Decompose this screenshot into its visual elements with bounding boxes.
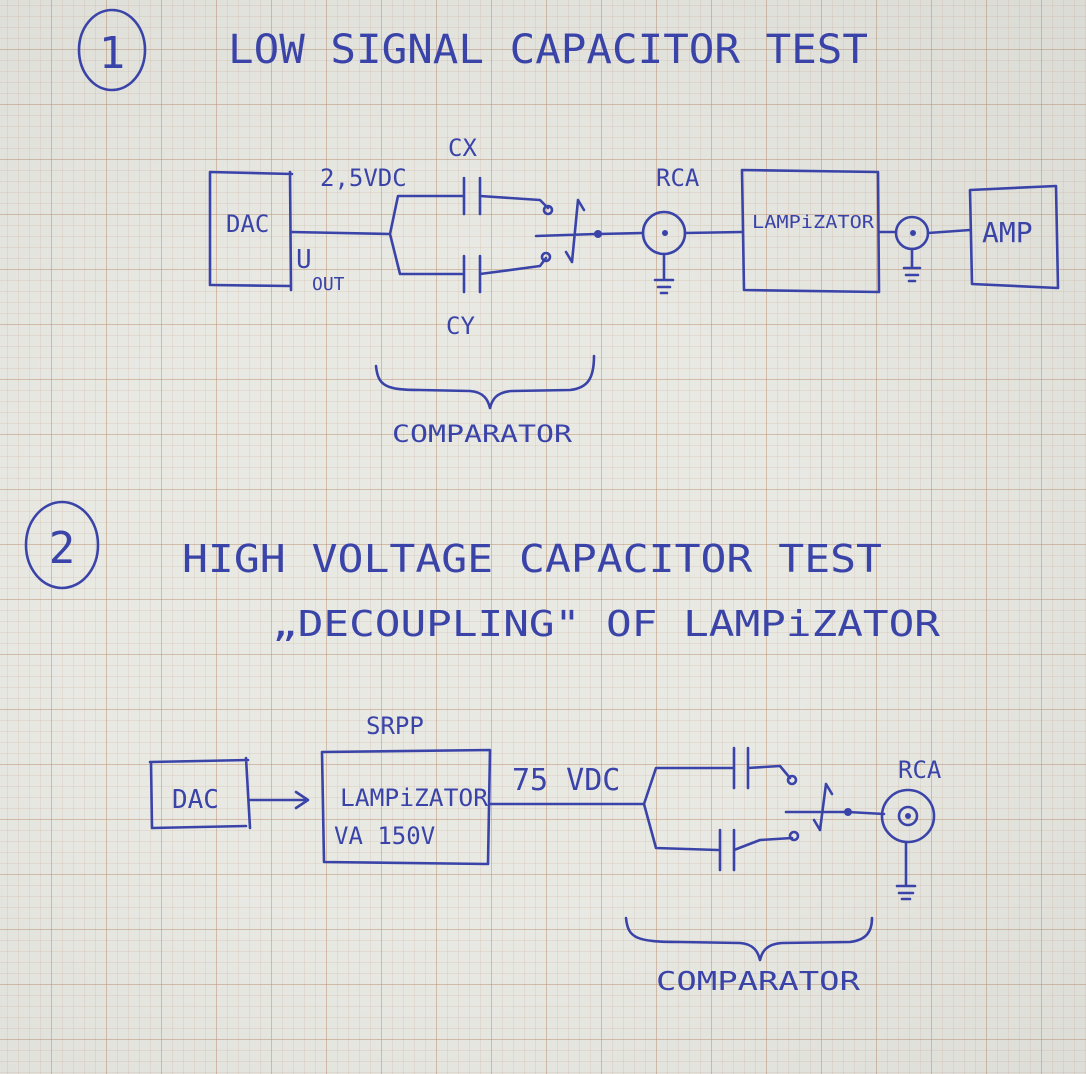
rca-pin-1b — [910, 230, 916, 236]
capacitor-bottom-2 — [718, 828, 794, 872]
wire-to-rca-1 — [596, 231, 645, 236]
lampizator-box-2 — [320, 748, 492, 866]
voltage-label-1: 2,5VDC — [320, 164, 407, 192]
lampizator-box-1 — [740, 168, 881, 294]
wire-to-lampizator-1 — [683, 230, 744, 235]
rca-label-1: RCA — [656, 164, 700, 192]
dac-label-2: DAC — [172, 785, 219, 815]
cy-label: CY — [446, 312, 475, 340]
selector-switch-1 — [534, 198, 598, 264]
section-2-subtitle: „DECOUPLING" OF LAMPiZATOR — [272, 604, 940, 645]
switch-contact-top-1 — [542, 204, 554, 216]
comparator-brace-2 — [624, 916, 874, 962]
rca-pin-1 — [662, 230, 668, 236]
switch-contact-bottom-2 — [788, 830, 800, 842]
rca-inner-2 — [897, 805, 919, 827]
wire-to-amp — [926, 228, 972, 235]
vout-subscript: OUT — [312, 274, 345, 295]
amp-label: AMP — [982, 216, 1033, 249]
lampizator-label-2: LAMPiZATOR — [340, 784, 489, 812]
ground-symbol-1 — [653, 252, 675, 295]
arrow-dac-to-lampizator — [248, 790, 310, 810]
ground-symbol-1b — [902, 247, 922, 283]
split-wires-1 — [289, 194, 464, 276]
dac-label-1: DAC — [226, 210, 269, 238]
srpp-label: SRPP — [366, 712, 424, 740]
amp-box — [968, 184, 1060, 290]
switch-contact-bottom-1 — [540, 251, 552, 263]
vout-label: U — [296, 245, 312, 275]
comparator-label-2: COMPARATOR — [656, 967, 860, 997]
section-2-number: 2 — [49, 523, 76, 574]
section-1-title: LOW SIGNAL CAPACITOR TEST — [228, 27, 868, 73]
section-1: 1 LOW SIGNAL CAPACITOR TEST DAC 2,5VDC U… — [77, 8, 1060, 448]
section-2-title: HIGH VOLTAGE CAPACITOR TEST — [182, 537, 882, 581]
cx-label: CX — [448, 134, 477, 162]
comparator-brace-1 — [374, 354, 596, 410]
capacitor-cy — [462, 254, 548, 294]
section-2-number-circle — [24, 500, 100, 590]
rca-label-2: RCA — [898, 756, 942, 784]
switch-contact-top-2 — [786, 774, 798, 786]
capacitor-top-2 — [732, 746, 792, 790]
voltage-label-2: 75 VDC — [512, 763, 620, 798]
va-label: VA 150V — [334, 822, 435, 850]
section-1-number: 1 — [99, 28, 126, 79]
section-1-number-circle — [77, 8, 147, 92]
capacitor-cx — [462, 176, 550, 216]
section-2: 2 HIGH VOLTAGE CAPACITOR TEST „DECOUPLIN… — [24, 500, 942, 997]
dac-box-1 — [208, 170, 294, 292]
rca-pin-2 — [905, 813, 911, 819]
selector-switch-2 — [784, 782, 848, 832]
lampizator-label-1: LAMPiZATOR — [752, 212, 874, 233]
ground-symbol-2 — [895, 840, 917, 901]
dac-box-2 — [148, 756, 252, 830]
wire-to-rca-3 — [846, 810, 886, 816]
split-wires-2 — [488, 766, 734, 852]
comparator-label-1: COMPARATOR — [392, 420, 573, 448]
rca-connector-2 — [880, 788, 936, 844]
